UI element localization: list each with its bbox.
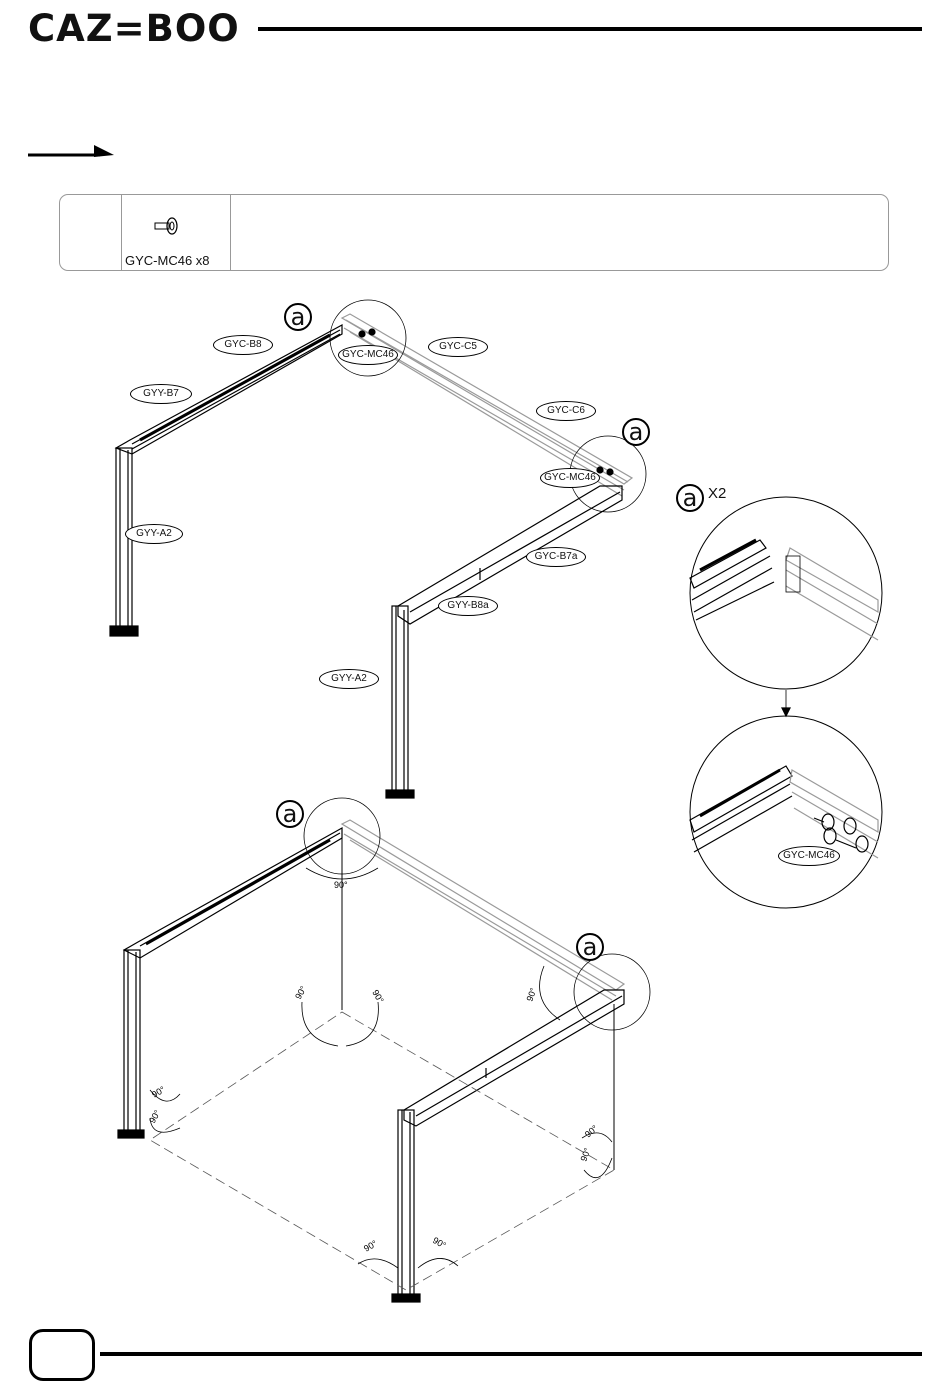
part-label-gyc-mc46: GYC-MC46 <box>338 345 398 365</box>
angle-label: 90° <box>524 986 538 1003</box>
callout-a: a <box>276 800 304 828</box>
part-label-gyc-mc46: GYC-MC46 <box>778 846 840 866</box>
part-label-gyy-a2: GYY-A2 <box>319 669 379 689</box>
footer-rule <box>100 1352 922 1356</box>
angle-label: 90° <box>578 1146 592 1163</box>
part-label-gyc-c5: GYC-C5 <box>428 337 488 357</box>
angle-label: 90° <box>431 1235 448 1251</box>
angle-label: 90° <box>147 1108 163 1125</box>
callout-a: a <box>284 303 312 331</box>
part-label-gyc-b8: GYC-B8 <box>213 335 273 355</box>
part-label-gyy-b8a: GYY-B8a <box>438 596 498 616</box>
part-label-gyc-c6: GYC-C6 <box>536 401 596 421</box>
angle-label: 90° <box>370 988 386 1005</box>
angle-label: 90° <box>150 1084 167 1100</box>
part-label-gyc-mc46: GYC-MC46 <box>540 468 600 488</box>
angle-label: 90° <box>334 880 348 890</box>
angle-label: 90° <box>293 984 309 1001</box>
callout-a: a <box>676 484 704 512</box>
part-label-gyc-b7a: GYC-B7a <box>526 547 586 567</box>
post-front-top <box>392 606 408 794</box>
page-number-badge <box>29 1329 95 1381</box>
part-label-gyy-b7: GYY-B7 <box>130 384 192 404</box>
callout-a: a <box>576 933 604 961</box>
detail-multiplier: X2 <box>708 486 726 501</box>
angle-label: 90° <box>362 1238 379 1254</box>
callout-a: a <box>622 418 650 446</box>
part-label-gyy-a2: GYY-A2 <box>125 524 183 544</box>
angle-label: 90° <box>583 1123 600 1140</box>
